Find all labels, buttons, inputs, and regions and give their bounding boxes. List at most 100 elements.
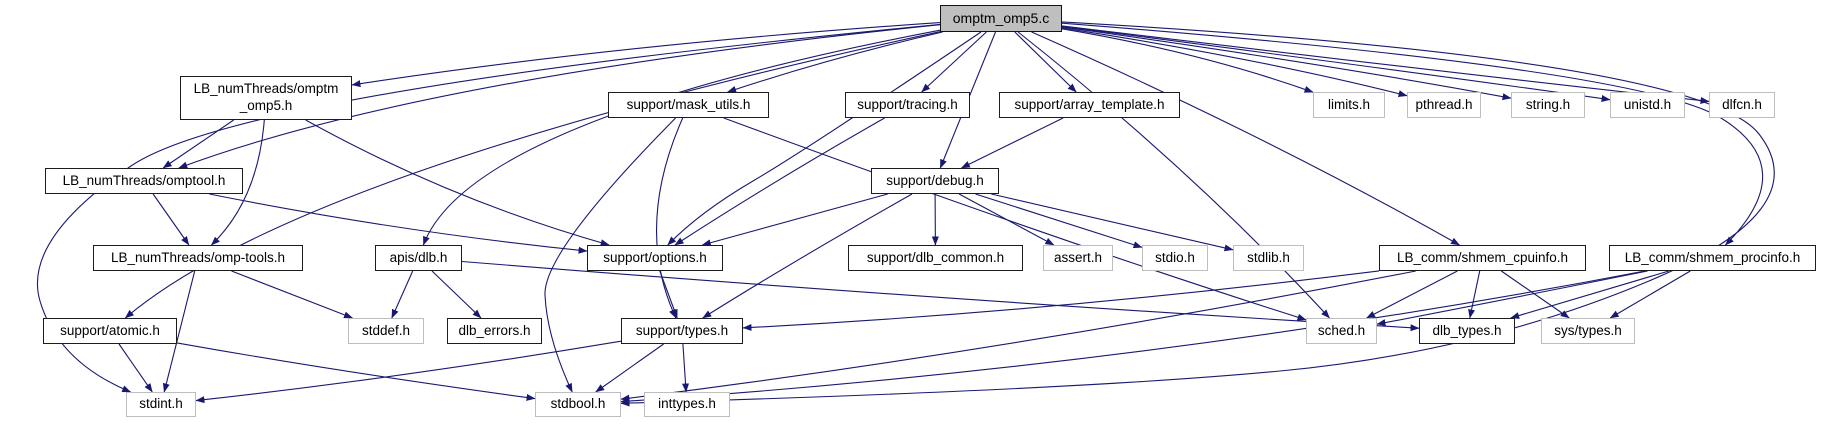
include-edge-main-omptm_omp5_h bbox=[351, 22, 941, 88]
include-edge-procinfo-stdbool bbox=[620, 270, 1645, 405]
include-edge-mask_utils-stdbool bbox=[544, 117, 676, 393]
include-edge-atomic-stdbool bbox=[176, 342, 536, 401]
graph-node-stdbool[interactable]: stdbool.h bbox=[535, 392, 621, 417]
graph-node-label: support/options.h bbox=[603, 249, 707, 265]
include-edge-main-string bbox=[1061, 26, 1512, 101]
graph-node-label: LB_numThreads/omptool.h bbox=[62, 172, 226, 188]
graph-node-dlb_types[interactable]: dlb_types.h bbox=[1419, 318, 1515, 344]
include-edge-dlb_h-stddef bbox=[391, 270, 414, 319]
include-edge-omptm_omp5_h-omptool bbox=[162, 119, 235, 169]
include-edge-main-pthread bbox=[1061, 27, 1408, 98]
include-edge-main-dlb_h bbox=[422, 29, 941, 246]
graph-node-stdint[interactable]: stdint.h bbox=[126, 392, 196, 417]
graph-node-label: omptm_omp5.c bbox=[952, 9, 1050, 26]
include-edge-omp_tools-stddef bbox=[231, 270, 353, 319]
include-edge-omptm_omp5_h-omp_tools bbox=[211, 119, 265, 246]
graph-node-label: apis/dlb.h bbox=[389, 249, 448, 265]
include-edge-main-array_template bbox=[1014, 31, 1077, 93]
graph-node-label: dlb_errors.h bbox=[458, 322, 531, 338]
graph-node-debug[interactable]: support/debug.h bbox=[871, 168, 999, 194]
graph-node-label: inttypes.h bbox=[658, 396, 716, 412]
graph-node-pthread[interactable]: pthread.h bbox=[1407, 92, 1481, 118]
include-edge-main-mask_utils bbox=[727, 31, 943, 93]
include-edge-procinfo-sched bbox=[1376, 270, 1648, 327]
graph-node-dlb_errors[interactable]: dlb_errors.h bbox=[447, 318, 542, 344]
include-edge-cpuinfo-stdbool bbox=[620, 270, 1416, 402]
graph-node-tracing[interactable]: support/tracing.h bbox=[845, 92, 970, 118]
include-edge-array_template-debug bbox=[960, 117, 1064, 169]
include-edge-procinfo-dlb_types bbox=[1510, 270, 1669, 319]
include-edge-main-atomic bbox=[124, 31, 941, 319]
graph-node-label: _omp5.h bbox=[239, 98, 293, 113]
graph-node-sched[interactable]: sched.h bbox=[1306, 318, 1377, 344]
graph-node-dlb_common[interactable]: support/dlb_common.h bbox=[848, 245, 1023, 271]
graph-node-unistd[interactable]: unistd.h bbox=[1610, 92, 1685, 118]
graph-node-label: string.h bbox=[1525, 96, 1571, 112]
graph-node-string[interactable]: string.h bbox=[1511, 92, 1585, 118]
include-edge-mask_utils-types bbox=[655, 117, 684, 319]
graph-node-limits[interactable]: limits.h bbox=[1313, 92, 1385, 118]
graph-node-options[interactable]: support/options.h bbox=[587, 245, 723, 271]
graph-node-label: support/tracing.h bbox=[857, 96, 958, 112]
graph-node-label: support/debug.h bbox=[886, 172, 984, 188]
include-edge-omptool-omp_tools bbox=[152, 193, 190, 246]
graph-node-label: sched.h bbox=[1317, 322, 1366, 338]
graph-node-label: dlb_types.h bbox=[1432, 322, 1502, 338]
include-edge-debug-types bbox=[702, 193, 913, 319]
graph-node-atomic[interactable]: support/atomic.h bbox=[43, 318, 177, 344]
include-edge-main-cpuinfo bbox=[1031, 31, 1460, 246]
graph-node-dlb_h[interactable]: apis/dlb.h bbox=[375, 245, 462, 271]
graph-node-label: stdio.h bbox=[1155, 249, 1195, 265]
include-edge-omptool-options bbox=[209, 193, 588, 254]
graph-node-label: LB_comm/shmem_cpuinfo.h bbox=[1396, 249, 1569, 265]
include-edge-main-omptool bbox=[178, 24, 941, 169]
graph-node-label: stdlib.h bbox=[1247, 249, 1290, 265]
graph-node-stdlib[interactable]: stdlib.h bbox=[1233, 245, 1304, 271]
graph-node-array_template[interactable]: support/array_template.h bbox=[999, 92, 1180, 118]
graph-node-label: stdint.h bbox=[139, 396, 183, 412]
graph-node-label: support/types.h bbox=[635, 322, 729, 338]
include-edge-types-stdint bbox=[195, 340, 622, 404]
include-edge-types-stdbool bbox=[595, 343, 664, 393]
include-edge-cpuinfo-dlb_types bbox=[1468, 270, 1481, 319]
include-edge-types-inttypes bbox=[682, 343, 690, 393]
graph-node-omp_tools[interactable]: LB_numThreads/omp-tools.h bbox=[93, 245, 303, 271]
graph-node-main[interactable]: omptm_omp5.c bbox=[940, 5, 1062, 32]
include-edge-atomic-stdint bbox=[118, 343, 153, 393]
graph-node-assert[interactable]: assert.h bbox=[1043, 245, 1113, 271]
graph-node-label: LB_numThreads/omp-tools.h bbox=[110, 249, 286, 265]
graph-node-cpuinfo[interactable]: LB_comm/shmem_cpuinfo.h bbox=[1379, 245, 1586, 271]
graph-node-procinfo[interactable]: LB_comm/shmem_procinfo.h bbox=[1609, 245, 1816, 271]
graph-node-inttypes[interactable]: inttypes.h bbox=[644, 392, 730, 417]
graph-node-label: LB_comm/shmem_procinfo.h bbox=[1624, 249, 1801, 265]
graph-node-label: support/atomic.h bbox=[60, 322, 160, 338]
include-edge-tracing-options bbox=[674, 117, 885, 246]
graph-node-omptm_omp5_h[interactable]: LB_numThreads/omptm_omp5.h bbox=[180, 76, 352, 120]
graph-node-dlfcn[interactable]: dlfcn.h bbox=[1709, 92, 1775, 118]
graph-node-label: support/array_template.h bbox=[1014, 96, 1165, 112]
include-edge-omptm_omp5_h-options bbox=[305, 119, 610, 247]
graph-node-types[interactable]: support/types.h bbox=[621, 318, 743, 344]
graph-node-label: assert.h bbox=[1053, 249, 1103, 265]
include-edge-main-options bbox=[667, 31, 982, 246]
graph-node-label: LB_numThreads/omptm bbox=[193, 81, 339, 97]
include-edge-omp_tools-stdint bbox=[162, 270, 196, 393]
graph-node-stdio[interactable]: stdio.h bbox=[1142, 245, 1208, 271]
graph-node-label: unistd.h bbox=[1623, 96, 1672, 112]
graph-node-label: dlfcn.h bbox=[1722, 96, 1762, 112]
graph-node-label: support/dlb_common.h bbox=[866, 249, 1005, 265]
include-edges bbox=[36, 21, 1775, 407]
include-edge-main-unistd bbox=[1061, 25, 1611, 102]
graph-node-label: support/mask_utils.h bbox=[626, 96, 751, 112]
include-edge-debug-stdlib bbox=[991, 193, 1234, 252]
include-edge-main-tracing bbox=[921, 31, 987, 93]
graph-node-mask_utils[interactable]: support/mask_utils.h bbox=[608, 92, 769, 118]
include-edge-procinfo-sys_types bbox=[1609, 270, 1691, 319]
include-edge-debug-stdio bbox=[975, 193, 1143, 249]
include-edge-main-stdbool bbox=[620, 21, 1775, 407]
include-edge-dlb_h-dlb_errors bbox=[431, 270, 482, 319]
graph-node-sys_types[interactable]: sys/types.h bbox=[1541, 318, 1635, 344]
graph-node-stddef[interactable]: stddef.h bbox=[348, 318, 424, 344]
graph-node-omptool[interactable]: LB_numThreads/omptool.h bbox=[45, 168, 243, 194]
graph-node-label: pthread.h bbox=[1415, 96, 1473, 112]
